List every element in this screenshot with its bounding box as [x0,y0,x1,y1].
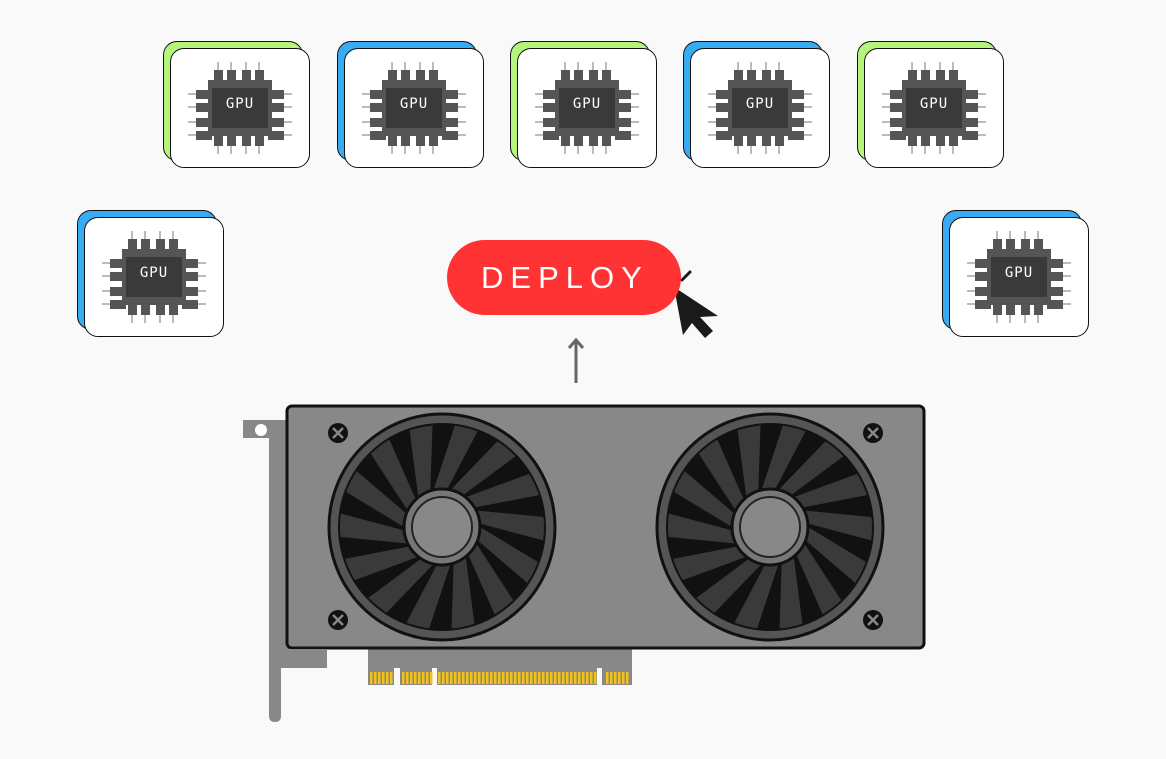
gold-pin [438,672,441,684]
gold-pin [626,672,629,684]
gold-pin [446,672,449,684]
gold-pin [526,672,529,684]
chip-icon [708,62,812,154]
gold-pin [410,672,413,684]
gold-pin [510,672,513,684]
gold-pin [378,672,381,684]
gold-pin [382,672,385,684]
gold-pin [490,672,493,684]
gold-pin [430,672,433,684]
gold-pin [442,672,445,684]
chip-icon [188,62,292,154]
gold-pin [538,672,541,684]
gold-pin [582,672,585,684]
gold-pin [386,672,389,684]
chip-icon [882,62,986,154]
gold-pin [502,672,505,684]
gpu-chip-card: GPU [337,41,484,168]
deploy-button[interactable]: DEPLOY [447,240,681,315]
gold-pin [462,672,465,684]
gpu-chip-card: GPU [77,210,224,337]
gold-pin [406,672,409,684]
gold-pin [530,672,533,684]
gold-pin [522,672,525,684]
chip-icon [535,62,639,154]
gold-pin [546,672,549,684]
screw-icon [328,423,348,443]
gold-pin [458,672,461,684]
gpu-chip-card: GPU [163,41,310,168]
gold-pin [574,672,577,684]
gold-pin [554,672,557,684]
gold-pin [374,672,377,684]
gold-pin [390,672,393,684]
gold-pin [422,672,425,684]
gold-pin [622,672,625,684]
gold-pin [610,672,613,684]
gold-pin [578,672,581,684]
gpu-label: GPU [225,96,255,112]
fan [327,412,557,642]
gpu-label: GPU [919,96,949,112]
gold-pin [454,672,457,684]
gpu-chip-card: GPU [683,41,830,168]
gold-pin [518,672,521,684]
gold-pin [478,672,481,684]
gold-pin [614,672,617,684]
gold-pin [550,672,553,684]
gold-pin [534,672,537,684]
gold-pin [450,672,453,684]
gold-pin [506,672,509,684]
gpu-label: GPU [139,265,169,281]
gold-pin [558,672,561,684]
gold-pin [606,672,609,684]
gpu-label: GPU [745,96,775,112]
gpu-label: GPU [1004,265,1034,281]
gold-pin [370,672,373,684]
gold-pin [618,672,621,684]
gold-pin [566,672,569,684]
gpu-chip-card: GPU [857,41,1004,168]
chip-icon [967,231,1071,323]
gold-pin [498,672,501,684]
gold-pin [402,672,405,684]
gold-pin [594,672,597,684]
fan [655,412,885,642]
gpu-label: GPU [399,96,429,112]
gold-pin [586,672,589,684]
up-arrow-icon [567,337,585,383]
gold-pin [514,672,517,684]
gold-pin [418,672,421,684]
gpu-chip-card: GPU [510,41,657,168]
screw-icon [328,610,348,630]
gold-pin [570,672,573,684]
pcie-connector [368,648,632,685]
gold-pin [474,672,477,684]
gold-pin [414,672,417,684]
gold-pin [482,672,485,684]
gold-pin [590,672,593,684]
gold-pin [542,672,545,684]
chip-icon [102,231,206,323]
gold-pin [426,672,429,684]
gold-pin [470,672,473,684]
pci-bracket [243,420,327,722]
gold-pin [486,672,489,684]
gold-pin [494,672,497,684]
screw-icon [863,423,883,443]
gpu-chip-card: GPU [942,210,1089,337]
chip-icon [362,62,466,154]
screw-icon [863,610,883,630]
gpu-label: GPU [572,96,602,112]
gold-pin [562,672,565,684]
gold-pin [466,672,469,684]
